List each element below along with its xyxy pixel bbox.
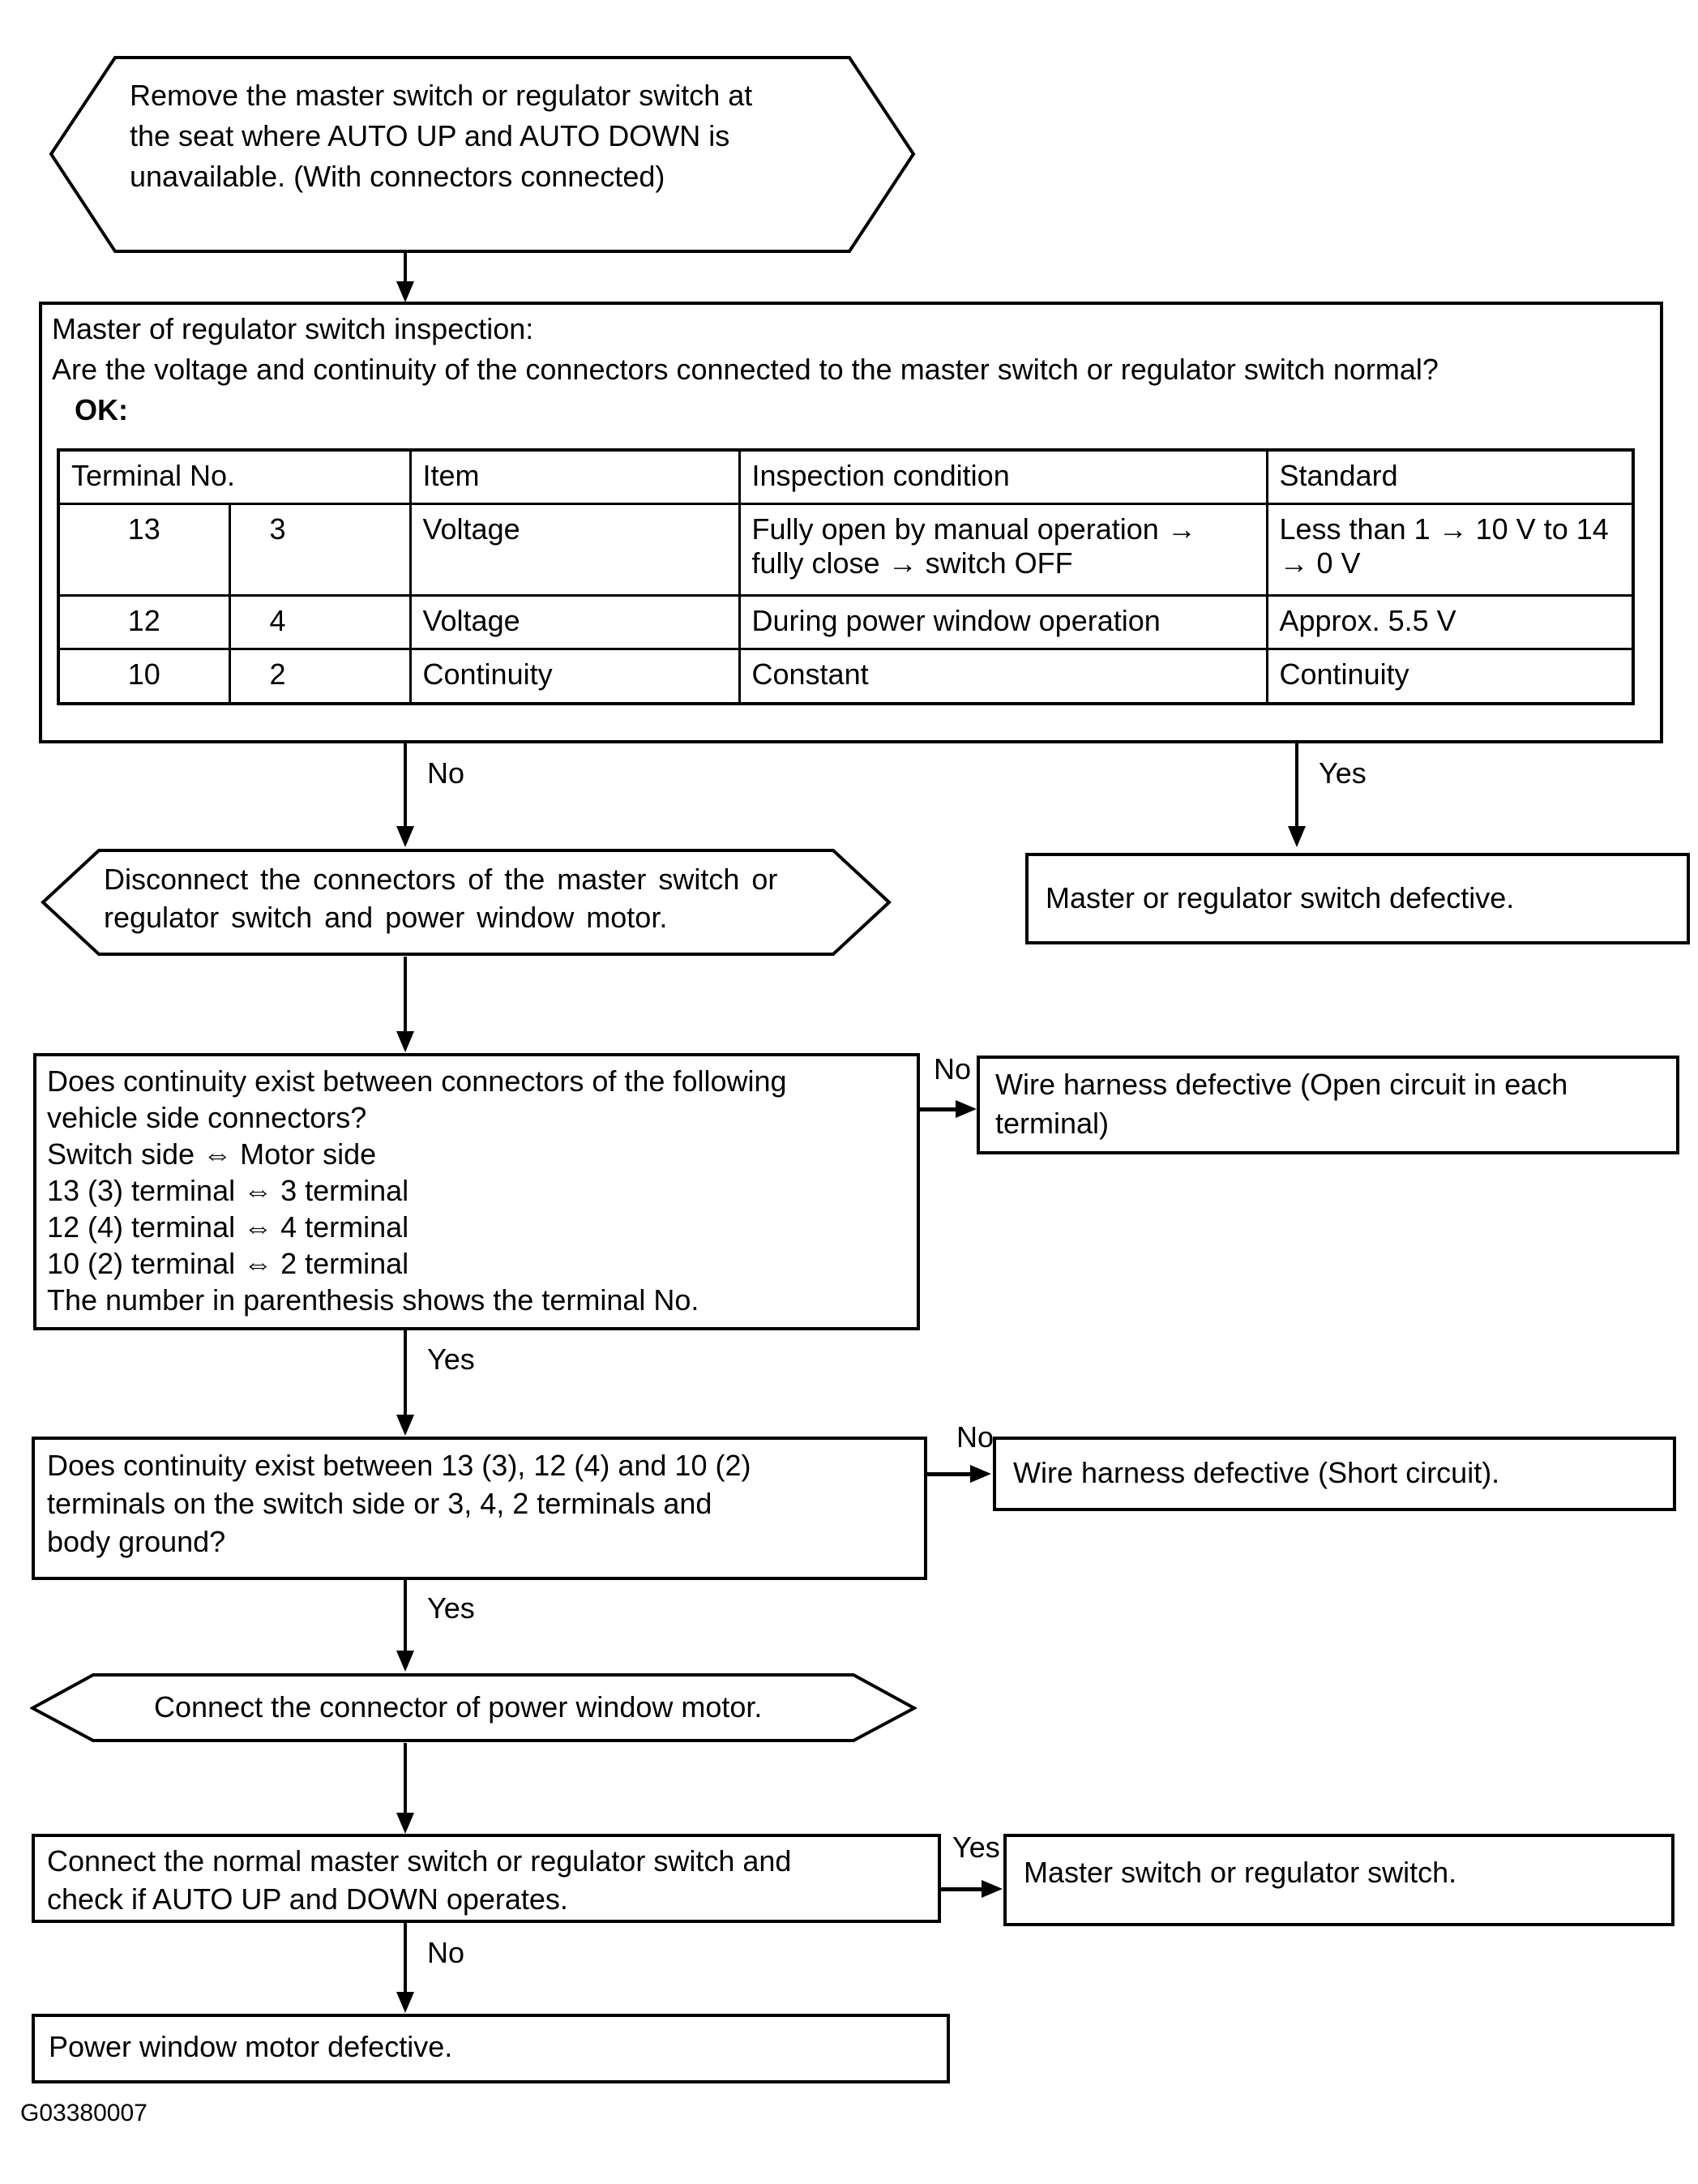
branch-label-yes: Yes: [427, 1591, 475, 1625]
header-item: Item: [408, 448, 741, 505]
connect-motor-text: Connect the connector of power window mo…: [154, 1690, 763, 1724]
table-row: 12 4 Voltage During power window operati…: [57, 593, 1635, 650]
master-defective-box: [1025, 853, 1690, 944]
disconnect-hexagon-shape: [41, 849, 892, 956]
branch-label-no: No: [427, 1936, 465, 1969]
ground-line1: Does continuity exist between 13 (3), 12…: [47, 1449, 751, 1482]
branch-label-yes: Yes: [952, 1831, 1000, 1864]
continuity-line: 13 (3) terminal ⇔ 3 terminal: [47, 1174, 409, 1207]
motor-defective-box: [32, 2014, 950, 2083]
motor-defective-text: Power window motor defective.: [49, 2030, 453, 2063]
ground-line2: terminals on the switch side or 3, 4, 2 …: [47, 1487, 712, 1520]
cell-condition: During power window operation: [738, 593, 1268, 650]
start-hexagon-line2: the seat where AUTO UP and AUTO DOWN is: [130, 119, 730, 152]
header-inspection-condition: Inspection condition: [738, 448, 1268, 505]
cell-condition: Fully open by manual operation → fully c…: [738, 502, 1268, 597]
ground-line3: body ground?: [47, 1525, 226, 1558]
disconnect-hexagon-line1: Disconnect the connectors of the master …: [104, 863, 778, 896]
short-circuit-box: [993, 1437, 1676, 1511]
cell-terminal-a: 12: [57, 593, 231, 650]
ok-label: OK:: [75, 393, 128, 426]
table-row: 10 2 Continuity Constant Continuity: [57, 647, 1635, 705]
connect-normal-line2: check if AUTO UP and DOWN operates.: [47, 1882, 568, 1916]
ground-box: [32, 1437, 927, 1580]
continuity-line: 10 (2) terminal ⇔ 2 terminal: [47, 1247, 409, 1280]
cell-standard: Approx. 5.5 V: [1265, 593, 1635, 650]
start-hexagon-line3: unavailable. (With connectors connected): [130, 160, 665, 193]
branch-label-no: No: [934, 1052, 972, 1086]
disconnect-hexagon-line2: regulator switch and power window motor.: [104, 901, 668, 934]
branch-label-yes: Yes: [427, 1343, 475, 1376]
start-hexagon-shape: [49, 56, 916, 253]
open-circuit-box: [977, 1056, 1679, 1154]
start-hexagon-line1: Remove the master switch or regulator sw…: [130, 79, 753, 112]
continuity-line: The number in parenthesis shows the term…: [47, 1283, 699, 1317]
connect-normal-line1: Connect the normal master switch or regu…: [47, 1844, 792, 1878]
cell-item: Voltage: [408, 502, 741, 597]
inspection-title: Master of regulator switch inspection:: [52, 312, 534, 345]
inspection-question: Are the voltage and continuity of the co…: [52, 353, 1439, 386]
header-standard: Standard: [1265, 448, 1635, 505]
branch-label-no: No: [427, 756, 465, 790]
continuity-box: [33, 1053, 920, 1330]
master-defective-text: Master or regulator switch defective.: [1046, 881, 1515, 914]
table-row: 13 3 Voltage Fully open by manual operat…: [57, 502, 1635, 597]
master-switch-text: Master switch or regulator switch.: [1024, 1856, 1457, 1889]
branch-label-no: No: [956, 1420, 994, 1454]
open-circuit-line1: Wire harness defective (Open circuit in …: [995, 1068, 1568, 1101]
connect-normal-box: [32, 1834, 941, 1923]
figure-id: G03380007: [20, 2100, 148, 2126]
cell-terminal-b: 2: [228, 647, 412, 705]
cell-item: Voltage: [408, 593, 741, 650]
cell-standard: Less than 1 → 10 V to 14 → 0 V: [1265, 502, 1635, 597]
open-circuit-line2: terminal): [995, 1107, 1110, 1140]
continuity-line: vehicle side connectors?: [47, 1101, 367, 1134]
short-circuit-text: Wire harness defective (Short circuit).: [1013, 1456, 1500, 1489]
inspection-table: Terminal No. Item Inspection condition S…: [57, 448, 1635, 705]
cell-terminal-b: 4: [228, 593, 412, 650]
continuity-line: Does continuity exist between connectors…: [47, 1064, 787, 1098]
cell-terminal-a: 10: [57, 647, 231, 705]
continuity-line: 12 (4) terminal ⇔ 4 terminal: [47, 1210, 409, 1244]
cell-standard: Continuity: [1265, 647, 1635, 705]
cell-terminal-b: 3: [228, 502, 412, 597]
continuity-line: Switch side ⇔ Motor side: [47, 1137, 377, 1171]
header-terminal-no: Terminal No.: [57, 448, 412, 505]
branch-label-yes: Yes: [1319, 756, 1367, 790]
cell-condition: Constant: [738, 647, 1268, 705]
connect-motor-hexagon-shape: [30, 1673, 917, 1742]
cell-terminal-a: 13: [57, 502, 231, 597]
master-switch-box: [1003, 1834, 1674, 1926]
cell-item: Continuity: [408, 647, 741, 705]
table-header-row: Terminal No. Item Inspection condition S…: [57, 448, 1635, 505]
